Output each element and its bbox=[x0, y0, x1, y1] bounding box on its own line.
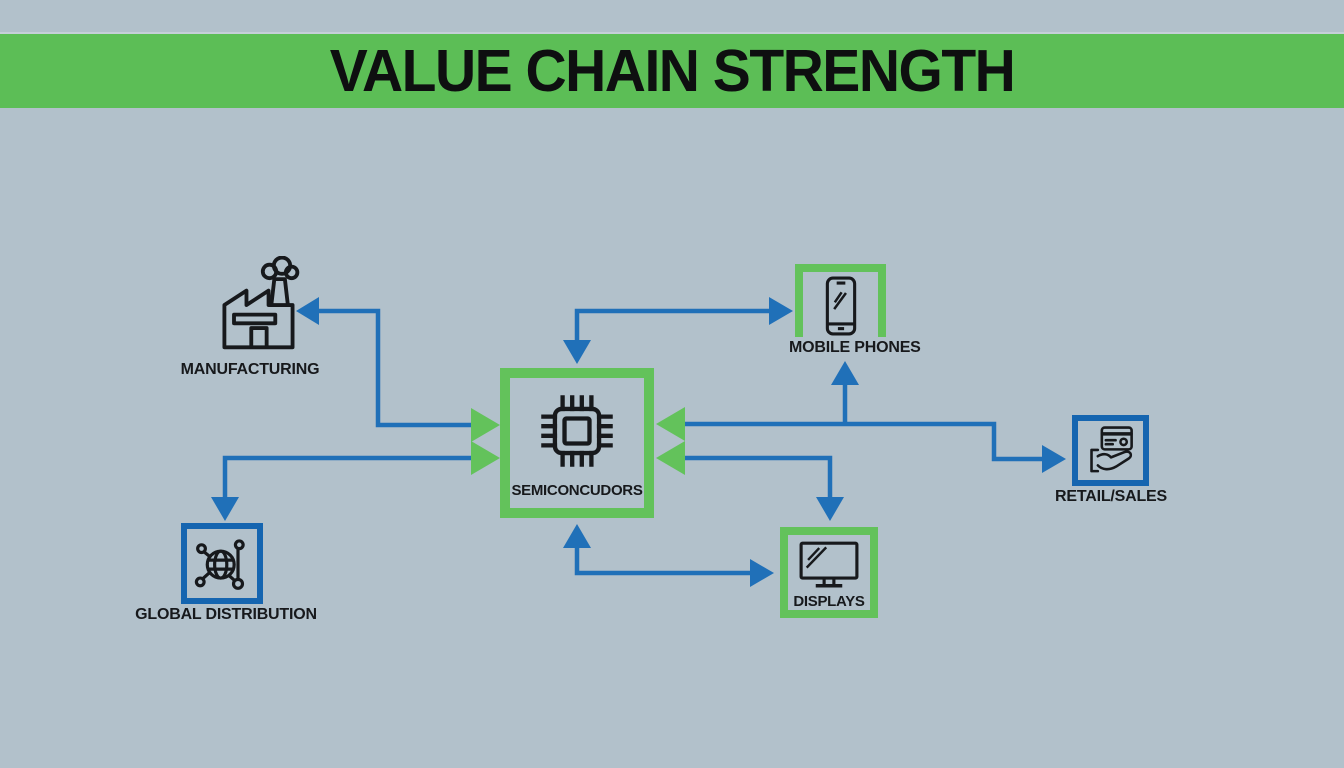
factory-icon bbox=[222, 256, 300, 350]
edge-semiconductors-displays-left bbox=[563, 524, 774, 587]
semiconductors-label: SEMICONCUDORS bbox=[511, 482, 643, 499]
retail-sales-label: RETAIL/SALES bbox=[1055, 488, 1167, 505]
global-distribution-node bbox=[181, 523, 263, 604]
retail-sales-node bbox=[1072, 415, 1149, 486]
mobile-phones-label: MOBILE PHONES bbox=[789, 339, 921, 356]
edge-global-distribution-semiconductors bbox=[211, 441, 500, 521]
edge-manufacturing-semiconductors bbox=[296, 297, 500, 442]
smartphone-icon bbox=[825, 276, 856, 336]
displays-node: DISPLAYS bbox=[780, 527, 878, 618]
edge-semiconductors-displays-top bbox=[656, 441, 844, 521]
global-distribution-label: GLOBAL DISTRIBUTION bbox=[135, 606, 317, 623]
chip-icon bbox=[541, 395, 613, 467]
edge-semiconductors-mobile-top bbox=[563, 297, 793, 364]
globe-network-icon bbox=[194, 538, 245, 590]
hand-credit-card-icon bbox=[1089, 426, 1133, 473]
monitor-icon bbox=[799, 541, 859, 588]
manufacturing-node bbox=[210, 256, 306, 356]
mobile-phones-node bbox=[795, 264, 886, 337]
edge-semiconductors-mobile-retail bbox=[656, 361, 1066, 473]
manufacturing-label: MANUFACTURING bbox=[180, 361, 320, 378]
title-banner: VALUE CHAIN STRENGTH bbox=[0, 34, 1344, 108]
semiconductors-node: SEMICONCUDORS bbox=[500, 368, 654, 518]
page-title: VALUE CHAIN STRENGTH bbox=[329, 37, 1016, 105]
displays-label: DISPLAYS bbox=[793, 593, 865, 610]
